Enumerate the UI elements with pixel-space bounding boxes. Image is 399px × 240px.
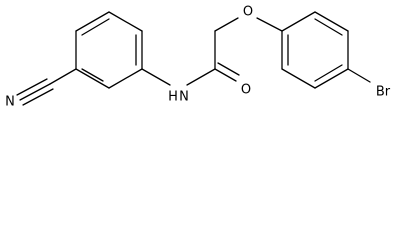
cyanophenyl-ring [75, 11, 143, 89]
bromine-substituent: Br [347, 68, 391, 100]
amide-hydrogen-label: H [168, 90, 178, 105]
bromine-label: Br [376, 85, 391, 100]
amide-nitrogen-label: N [179, 90, 189, 105]
ether-oxygen-label: O [243, 5, 253, 20]
amide-linkage: H N O O [141, 5, 283, 105]
chemical-structure-diagram: N H N O O Br [5, 5, 391, 110]
bromophenyl-ring [281, 11, 349, 89]
nitrile-group: N [5, 68, 77, 110]
carbonyl-oxygen-label: O [241, 83, 251, 98]
nitrile-nitrogen-label: N [5, 95, 15, 110]
